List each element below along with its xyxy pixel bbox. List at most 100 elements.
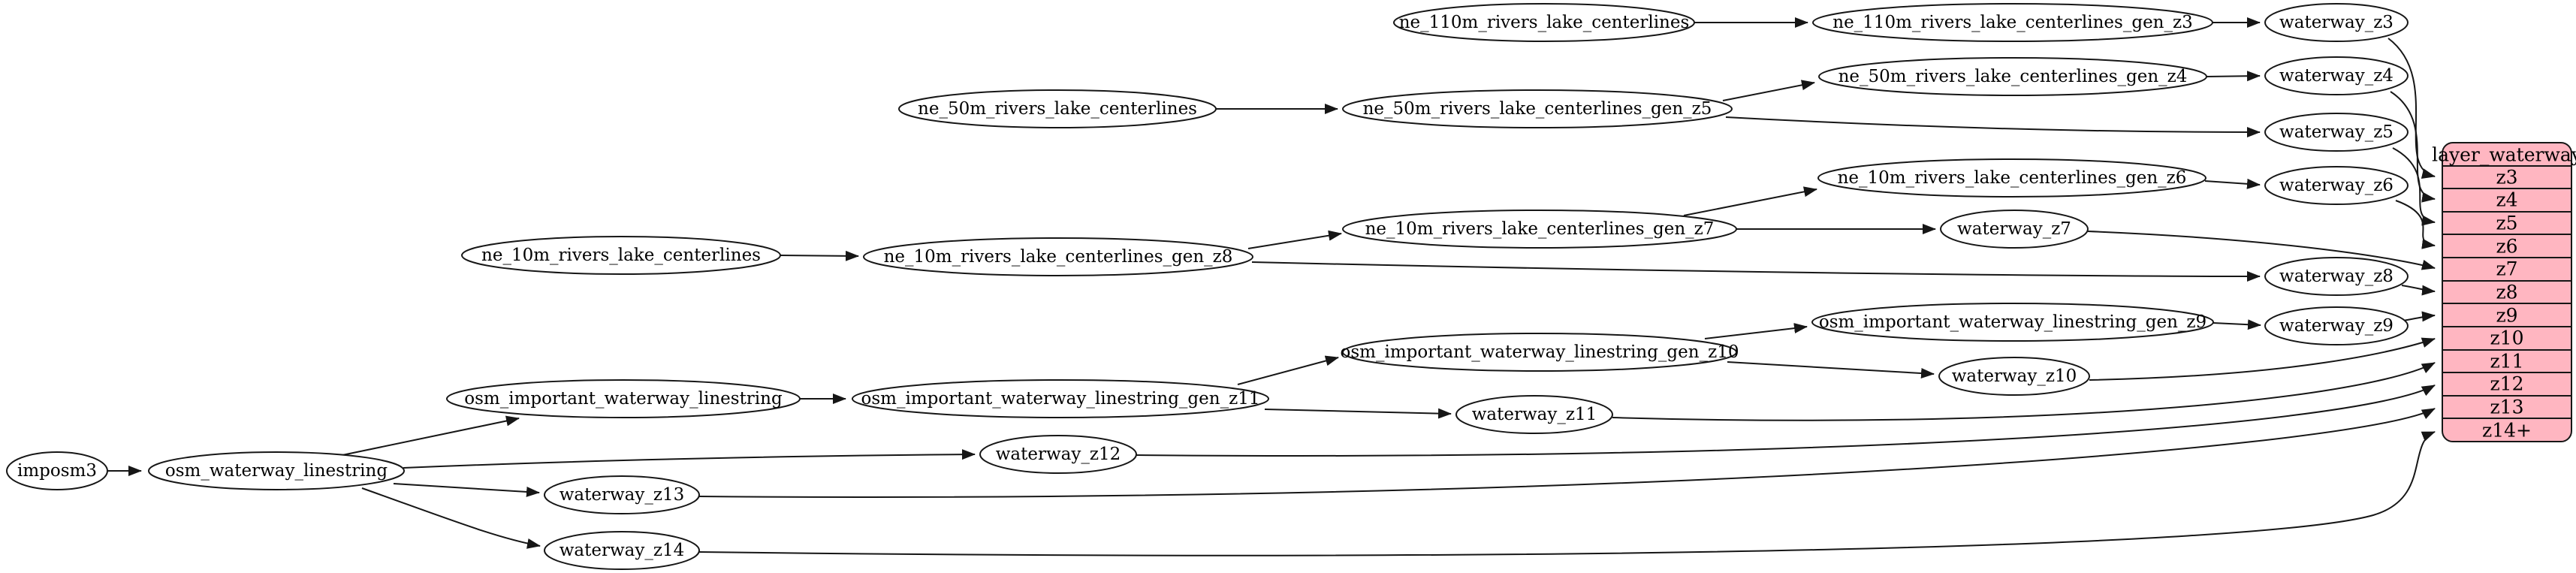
node-osm_important_waterway_linestring_gen_z11: osm_important_waterway_linestring_gen_z1… bbox=[852, 379, 1269, 418]
edge-waterway_z11--layer_z11 bbox=[1612, 362, 2436, 421]
node-label: waterway_z11 bbox=[1472, 405, 1597, 424]
table-outline bbox=[2442, 142, 2572, 442]
edge-gen_z11--gen_z10 bbox=[1237, 355, 1339, 385]
table-row-label: z7 bbox=[2496, 258, 2517, 280]
node-waterway_z7: waterway_z7 bbox=[1940, 210, 2089, 249]
node-label: osm_important_waterway_linestring_gen_z9 bbox=[1819, 312, 2206, 332]
table-layer-waterway: layer_waterway z3 z4 z5 z6 z7 z8 z9 z10 … bbox=[2432, 142, 2576, 442]
node-label: ne_50m_rivers_lake_centerlines_gen_z4 bbox=[1838, 67, 2188, 86]
table-row-label: z11 bbox=[2490, 351, 2524, 372]
node-label: waterway_z8 bbox=[2279, 267, 2394, 286]
edge-waterway_z9--layer_z9 bbox=[2403, 311, 2436, 322]
node-osm_important_waterway_linestring_gen_z9: osm_important_waterway_linestring_gen_z9 bbox=[1811, 303, 2214, 342]
edge-gen_z10--waterway_z10 bbox=[1727, 361, 1935, 379]
table-title: layer_waterway bbox=[2432, 144, 2576, 166]
table-row-label: z13 bbox=[2490, 397, 2524, 418]
node-ellipse bbox=[544, 531, 700, 570]
edge-gen_z11--waterway_z11 bbox=[1264, 408, 1452, 419]
node-ellipse bbox=[2264, 166, 2409, 205]
node-ellipse bbox=[898, 89, 1217, 128]
node-label: osm_important_waterway_linestring_gen_z1… bbox=[1341, 342, 1739, 362]
edges bbox=[107, 17, 2436, 556]
table-row-label: z5 bbox=[2496, 213, 2517, 234]
node-label: waterway_z14 bbox=[560, 541, 685, 560]
node-osm_important_waterway_linestring_gen_z10: osm_important_waterway_linestring_gen_z1… bbox=[1341, 333, 1739, 372]
node-ne_110m_rivers_lake_centerlines: ne_110m_rivers_lake_centerlines bbox=[1393, 3, 1695, 42]
edge-waterway_z6--layer_z6 bbox=[2395, 200, 2436, 249]
edge-waterway_z12--layer_z12 bbox=[1136, 385, 2436, 457]
node-waterway_z3: waterway_z3 bbox=[2264, 3, 2409, 42]
node-label: ne_10m_rivers_lake_centerlines bbox=[481, 246, 761, 265]
node-ne_10m_rivers_lake_centerlines_gen_z7: ne_10m_rivers_lake_centerlines_gen_z7 bbox=[1342, 210, 1737, 249]
edge-gen_z9--waterway_z9 bbox=[2213, 319, 2261, 330]
node-label: ne_50m_rivers_lake_centerlines bbox=[918, 99, 1197, 119]
node-ellipse bbox=[1818, 57, 2207, 96]
edge-ne_10m--gen_z8 bbox=[780, 250, 859, 261]
node-label: imposm3 bbox=[17, 461, 97, 481]
table-row-label: z14+ bbox=[2482, 420, 2532, 442]
edge-osm_waterway_linestring--waterway_z13 bbox=[393, 483, 540, 497]
node-label: osm_important_waterway_linestring bbox=[464, 389, 783, 409]
node-label: ne_50m_rivers_lake_centerlines_gen_z5 bbox=[1363, 99, 1712, 119]
node-osm_important_waterway_linestring: osm_important_waterway_linestring bbox=[446, 379, 801, 418]
node-ellipse bbox=[979, 435, 1137, 474]
table-row-label: z8 bbox=[2496, 282, 2517, 303]
node-waterway_z12: waterway_z12 bbox=[979, 435, 1137, 474]
node-label: ne_10m_rivers_lake_centerlines_gen_z6 bbox=[1838, 168, 2187, 188]
table-row-label: z10 bbox=[2490, 327, 2524, 349]
edge-gen_z5--waterway_z5 bbox=[1725, 116, 2261, 137]
edge-osm_waterway_linestring--osm_important_waterway_linestring bbox=[338, 415, 520, 457]
node-ellipse bbox=[2264, 56, 2409, 95]
node-ne_110m_rivers_lake_centerlines_gen_z3: ne_110m_rivers_lake_centerlines_gen_z3 bbox=[1812, 3, 2213, 42]
node-label: ne_10m_rivers_lake_centerlines_gen_z7 bbox=[1365, 219, 1715, 239]
edge-gen_z8--waterway_z8 bbox=[1251, 261, 2261, 282]
node-label: waterway_z10 bbox=[1952, 366, 2077, 386]
node-waterway_z5: waterway_z5 bbox=[2264, 113, 2409, 152]
node-ne_50m_rivers_lake_centerlines: ne_50m_rivers_lake_centerlines bbox=[898, 89, 1217, 128]
edge-gen_z10--gen_z9 bbox=[1704, 323, 1808, 339]
node-osm_waterway_linestring: osm_waterway_linestring bbox=[148, 451, 405, 490]
edge-osm_waterway_linestring--waterway_z12 bbox=[403, 449, 976, 469]
node-ellipse bbox=[148, 451, 405, 490]
node-ne_10m_rivers_lake_centerlines: ne_10m_rivers_lake_centerlines bbox=[461, 236, 781, 275]
node-waterway_z6: waterway_z6 bbox=[2264, 166, 2409, 205]
node-ne_10m_rivers_lake_centerlines_gen_z6: ne_10m_rivers_lake_centerlines_gen_z6 bbox=[1817, 158, 2206, 198]
node-label: waterway_z7 bbox=[1957, 219, 2071, 239]
edge-gen_z4--waterway_z4 bbox=[2206, 71, 2261, 82]
edge-gen_z7--gen_z6 bbox=[1683, 186, 1817, 216]
node-ellipse bbox=[2264, 306, 2409, 345]
node-label: ne_110m_rivers_lake_centerlines_gen_z3 bbox=[1832, 13, 2193, 32]
table-row-label: z4 bbox=[2496, 189, 2517, 211]
node-ellipse bbox=[1811, 303, 2214, 342]
table-row-label: z9 bbox=[2496, 305, 2517, 327]
node-ellipse bbox=[1812, 3, 2213, 42]
node-imposm3: imposm3 bbox=[6, 451, 108, 490]
node-ellipse bbox=[461, 236, 781, 275]
edge-waterway_z8--layer_z8 bbox=[2401, 285, 2436, 296]
node-ellipse bbox=[544, 475, 700, 514]
node-ellipse bbox=[1940, 210, 2089, 249]
node-label: waterway_z12 bbox=[996, 445, 1121, 464]
node-label: osm_waterway_linestring bbox=[165, 461, 388, 481]
node-ellipse bbox=[1817, 158, 2206, 198]
table-row-label: z6 bbox=[2496, 236, 2517, 258]
node-label: ne_10m_rivers_lake_centerlines_gen_z8 bbox=[884, 247, 1233, 267]
node-ellipse bbox=[1342, 210, 1737, 249]
node-waterway_z4: waterway_z4 bbox=[2264, 56, 2409, 95]
node-ellipse bbox=[1393, 3, 1695, 42]
node-ellipse bbox=[1455, 395, 1613, 434]
edge-waterway_z4--layer_z4 bbox=[2390, 91, 2436, 203]
edge-waterway_z10--layer_z10 bbox=[2089, 337, 2436, 381]
node-label: osm_important_waterway_linestring_gen_z1… bbox=[861, 389, 1260, 409]
edge-gen_z8--gen_z7 bbox=[1247, 230, 1342, 249]
node-waterway_z11: waterway_z11 bbox=[1455, 395, 1613, 434]
node-label: ne_110m_rivers_lake_centerlines bbox=[1399, 13, 1690, 32]
node-label: waterway_z5 bbox=[2279, 122, 2394, 142]
node-ellipse bbox=[1342, 333, 1737, 372]
table-row-label: z12 bbox=[2490, 373, 2524, 395]
node-ellipse bbox=[852, 379, 1269, 418]
node-ellipse bbox=[2264, 113, 2409, 152]
node-label: waterway_z9 bbox=[2279, 316, 2394, 336]
